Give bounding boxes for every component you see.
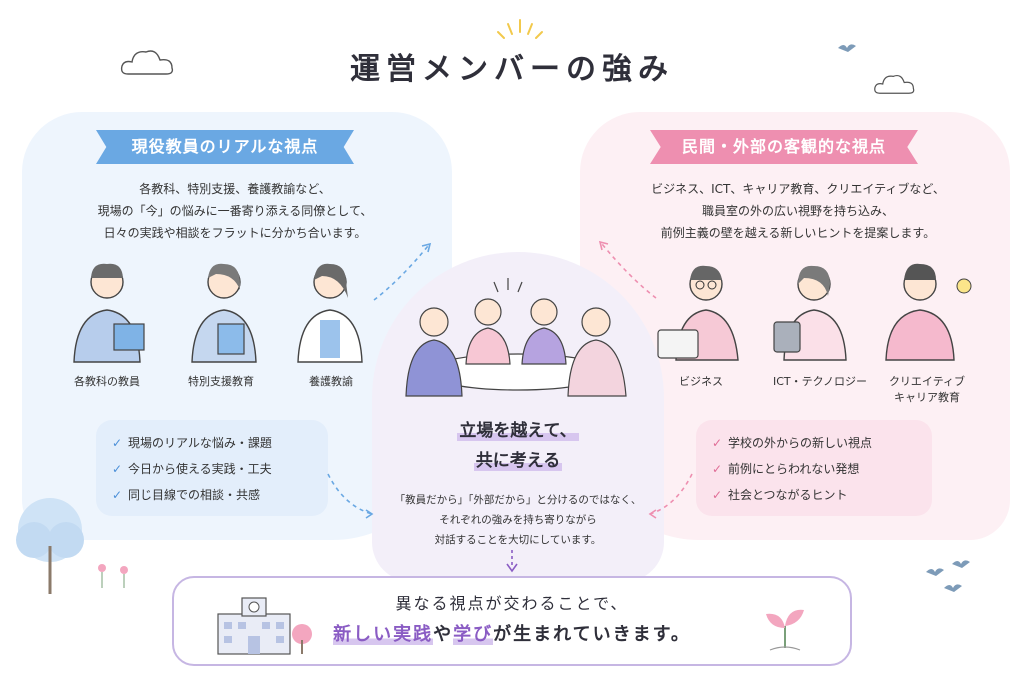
school-building-icon — [217, 597, 312, 655]
creative-person-icon — [885, 263, 972, 361]
tree-icon — [16, 498, 84, 594]
list-item: ✓同じ目線での相談・共感 — [112, 482, 312, 508]
check-icon: ✓ — [112, 436, 123, 450]
check-icon: ✓ — [712, 436, 723, 450]
ict-person-icon — [773, 265, 847, 361]
list-item: ✓前例にとらわれない発想 — [712, 456, 916, 482]
right-checklist: ✓学校の外からの新しい視点 ✓前例にとらわれない発想 ✓社会とつながるヒント — [696, 420, 932, 516]
list-item: ✓現場のリアルな悩み・課題 — [112, 430, 312, 456]
list-item: ✓今日から使える実践・工夫 — [112, 456, 312, 482]
conclusion-line-1: 異なる視点が交わることで、 — [395, 594, 629, 613]
business-person-icon — [657, 265, 739, 361]
right-description: ビジネス、ICT、キャリア教育、クリエイティブなど、職員室の外の広い視野を持ち込… — [651, 182, 945, 240]
person-label: 各教科の教員 — [74, 375, 140, 388]
cloud-icon — [874, 74, 915, 94]
meeting-group-icon — [405, 278, 627, 397]
center-panel — [372, 252, 664, 582]
arrow-icon — [327, 473, 374, 519]
bird-icon — [838, 44, 856, 52]
arrow-icon — [648, 473, 693, 519]
person-label: 養護教諭 — [309, 375, 353, 388]
center-heading: 立場を越えて、 共に考える — [457, 421, 579, 471]
school-nurse-icon — [297, 263, 363, 363]
arrow-icon — [373, 242, 432, 301]
list-item: ✓社会とつながるヒント — [712, 482, 916, 508]
bird-icon — [926, 560, 970, 592]
person-label: 特別支援教育 — [188, 375, 254, 388]
left-description: 各教科、特別支援、養護教諭など、現場の「今」の悩みに一番寄り添える同僚として、日… — [97, 182, 373, 240]
person-label: ビジネス — [679, 375, 723, 388]
special-support-teacher-icon — [191, 263, 257, 363]
conclusion-line-2: 新しい実践や学びが生まれていきます。 — [333, 624, 691, 645]
flower-icon — [98, 564, 128, 588]
person-label: ICT・テクノロジー — [773, 375, 867, 388]
center-description: 「教員だから」「外部だから」と分けるのではなく、それぞれの強みを持ち寄りながら対… — [394, 494, 642, 546]
right-heading: 民間・外部の客観的な視点 — [650, 130, 918, 164]
list-item: ✓学校の外からの新しい視点 — [712, 430, 916, 456]
person-label: クリエイティブキャリア教育 — [888, 375, 966, 404]
left-checklist: ✓現場のリアルな悩み・課題 ✓今日から使える実践・工夫 ✓同じ目線での相談・共感 — [96, 420, 328, 516]
check-icon: ✓ — [712, 488, 723, 502]
sprout-icon — [766, 609, 804, 651]
page-title: 運営メンバーの強み — [350, 52, 674, 87]
arrow-icon — [598, 240, 657, 299]
check-icon: ✓ — [112, 462, 123, 476]
left-heading: 現役教員のリアルな視点 — [96, 130, 354, 164]
sun-rays-icon — [497, 19, 543, 39]
cloud-icon — [120, 50, 174, 75]
check-icon: ✓ — [712, 462, 723, 476]
check-icon: ✓ — [112, 488, 123, 502]
arrow-down-icon — [506, 550, 518, 573]
teacher-person-icon — [73, 263, 145, 363]
